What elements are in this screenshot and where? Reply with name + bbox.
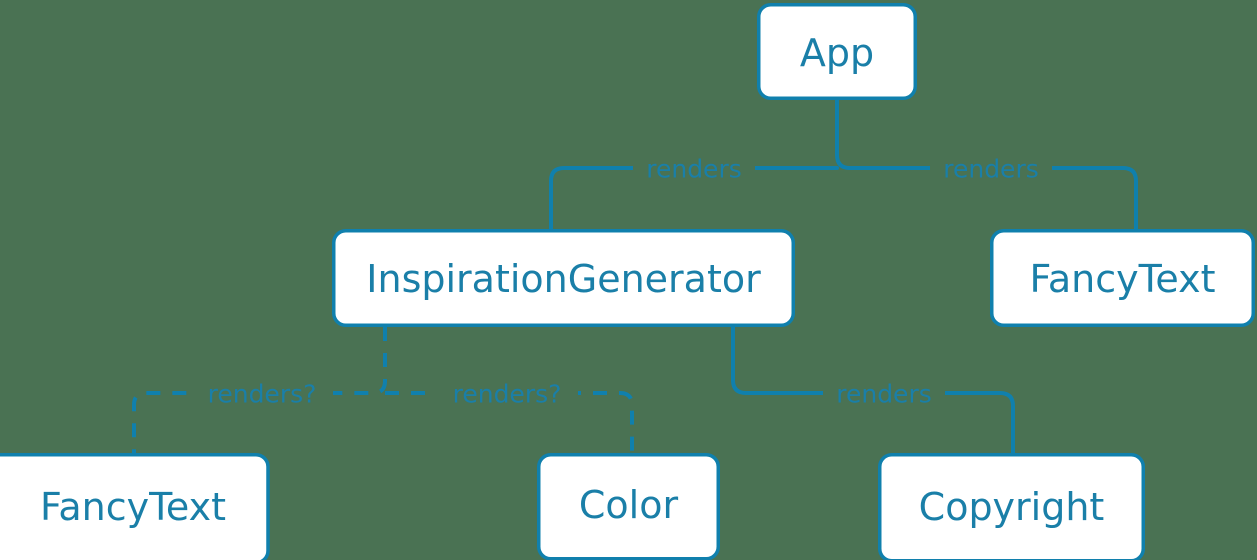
edge-label-inspiration-fancytext: renders? xyxy=(208,380,317,409)
node-app[interactable]: App xyxy=(757,3,917,100)
node-fancytext-bottom-box[interactable] xyxy=(0,453,270,560)
edge-label-inspiration-color: renders? xyxy=(453,380,562,409)
node-inspirationgenerator-box[interactable] xyxy=(332,229,795,327)
edge-app-to-inspiration xyxy=(549,166,839,231)
node-copyright-label: Copyright xyxy=(919,485,1105,529)
node-color[interactable]: Color xyxy=(537,453,720,560)
edge-label-bg-app-inspiration xyxy=(633,153,755,184)
node-color-label: Color xyxy=(579,483,679,527)
node-copyright-box[interactable] xyxy=(878,453,1145,560)
edge-label-inspiration-copyright: renders xyxy=(836,380,932,409)
edge-label-app-inspiration: renders xyxy=(646,155,742,184)
node-copyright[interactable]: Copyright xyxy=(878,453,1145,560)
node-inspirationgenerator-label: InspirationGenerator xyxy=(366,257,761,301)
node-color-box[interactable] xyxy=(537,453,720,560)
node-fancytext-top[interactable]: FancyText xyxy=(990,229,1255,327)
node-app-label: App xyxy=(800,31,874,75)
node-inspirationgenerator[interactable]: InspirationGenerator xyxy=(332,229,795,327)
edge-inspiration-to-color xyxy=(385,391,634,453)
edge-label-group: renders renders renders? renders? render… xyxy=(191,153,1052,409)
edge-label-app-fancytext: renders xyxy=(943,155,1039,184)
node-group: App InspirationGenerator FancyText Fancy… xyxy=(0,3,1255,560)
node-fancytext-bottom-label: FancyText xyxy=(40,485,226,529)
node-fancytext-bottom[interactable]: FancyText xyxy=(0,453,270,560)
edge-label-bg-app-fancytext xyxy=(930,153,1052,184)
node-fancytext-top-box[interactable] xyxy=(990,229,1255,327)
edge-label-bg-inspiration-fancytext xyxy=(191,378,333,409)
edge-label-bg-inspiration-color xyxy=(436,378,578,409)
node-fancytext-top-label: FancyText xyxy=(1030,257,1216,301)
node-app-box[interactable] xyxy=(757,3,917,100)
edge-label-bg-inspiration-copyright xyxy=(823,378,945,409)
